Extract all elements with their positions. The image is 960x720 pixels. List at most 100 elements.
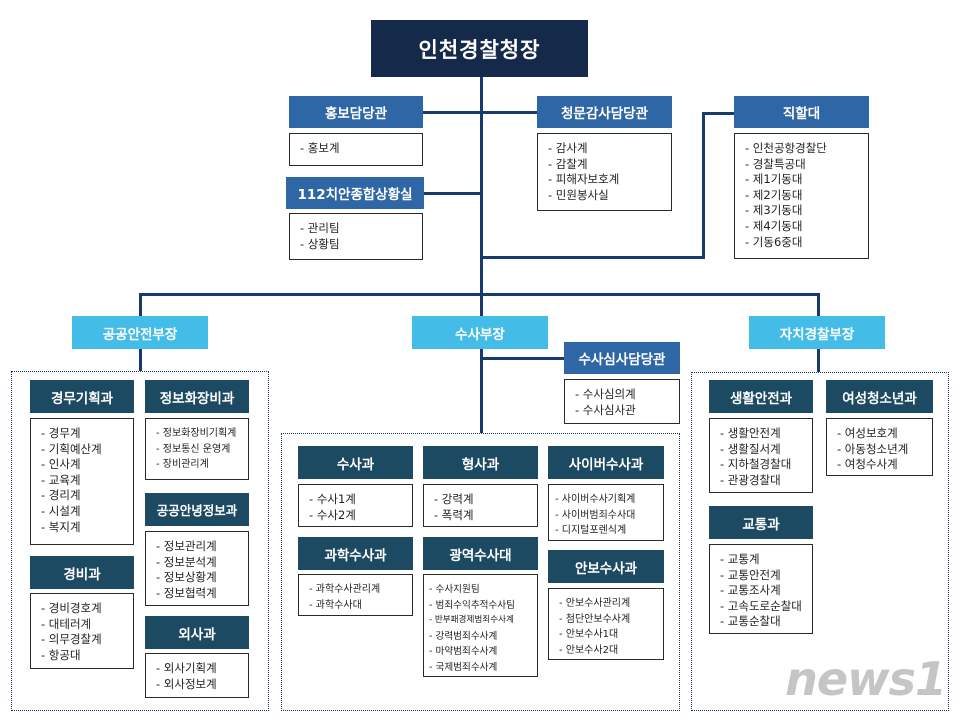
wide-item: - 마약범죄수사계 xyxy=(429,646,498,658)
natsec-title: 안보수사과 xyxy=(548,550,664,583)
infoequip-title: 정보화장비과 xyxy=(145,380,249,413)
cyber-title: 사이버수사과 xyxy=(548,446,664,479)
direct-item: - 인천공항경찰단 xyxy=(745,141,827,155)
life-item: - 관광경찰대 xyxy=(720,472,781,487)
planning-title: 경무기획과 xyxy=(30,380,134,413)
direct-box: - 인천공항경찰단 - 경찰특공대 - 제1기동대 - 제2기동대 - 제3기동… xyxy=(734,133,869,259)
traffic-box: - 교통계 - 교통안전계 - 교통조사계 - 고속도로순찰대 - 교통순찰대 xyxy=(709,544,813,634)
natsec-item: - 안보수사2대 xyxy=(559,644,619,656)
cyber-item: - 사이버수사기획계 xyxy=(555,494,636,505)
foreign-box: - 외사기획계 - 외사정보계 xyxy=(145,653,249,698)
planning-item: - 시설계 xyxy=(41,503,81,518)
science-item: - 과학수사관리계 xyxy=(309,584,381,595)
life-item: - 생활질서계 xyxy=(720,441,781,456)
review-item: - 수사심의계 xyxy=(575,387,636,401)
review-item: - 수사심사관 xyxy=(575,402,636,417)
invest-bureau-title: 수사부장 xyxy=(412,316,548,349)
audit-box: - 감사계 - 감찰계 - 피해자보호계 - 민원봉사실 xyxy=(537,133,672,211)
news1-watermark-logo: news1 xyxy=(785,652,947,706)
foreign-title: 외사과 xyxy=(145,616,249,649)
pubinfo-item: - 정보협력계 xyxy=(156,585,217,600)
connector-direct-h xyxy=(480,256,704,259)
infoequip-item: - 정보화장비기획계 xyxy=(156,428,237,439)
infoequip-box: - 정보화장비기획계 - 정보통신 운영계 - 장비관리계 xyxy=(145,418,249,480)
wide-title: 광역수사대 xyxy=(423,537,538,570)
criminal-item: - 폭력계 xyxy=(434,507,474,522)
criminal-item: - 강력계 xyxy=(434,492,474,506)
life-box: - 생활안전계 - 생활질서계 - 지하철경찰대 - 관광경찰대 xyxy=(709,418,813,493)
traffic-item: - 교통순찰대 xyxy=(720,614,781,629)
wide-item: - 수사지원팀 xyxy=(429,584,480,595)
natsec-item: - 안보수사1대 xyxy=(559,629,619,641)
natsec-item: - 안보수사관리계 xyxy=(559,598,631,609)
sit112-box: - 관리팀 - 상황팀 xyxy=(289,213,423,260)
planning-item: - 기획예산계 xyxy=(41,441,102,456)
connector-auto-v xyxy=(817,293,820,318)
security-title: 경비과 xyxy=(30,556,134,589)
planning-item: - 교육계 xyxy=(41,472,81,487)
natsec-box: - 안보수사관리계 - 첨단안보수사계 - 안보수사1대 - 안보수사2대 xyxy=(548,588,664,660)
youth-item: - 아동청소년계 xyxy=(837,441,909,456)
science-box: - 과학수사관리계 - 과학수사대 xyxy=(298,574,413,616)
traffic-item: - 교통조사계 xyxy=(720,583,781,598)
direct-item: - 기동6중대 xyxy=(745,234,803,249)
wide-item: - 범죄수익추적수사팀 xyxy=(429,599,515,611)
connector-audit xyxy=(480,111,540,114)
life-title: 생활안전과 xyxy=(709,380,813,413)
traffic-item: - 교통계 xyxy=(720,552,760,566)
youth-title: 여성청소년과 xyxy=(826,380,933,413)
audit-item: - 민원봉사실 xyxy=(548,187,609,202)
review-box: - 수사심의계 - 수사심사관 xyxy=(564,379,680,424)
sit112-title: 112치안종합상황실 xyxy=(286,177,424,209)
security-box: - 경비경호계 - 대테러계 - 의무경찰계 - 항공대 xyxy=(30,593,134,669)
infoequip-item: - 정보통신 운영계 xyxy=(156,443,231,455)
susa-box: - 수사1계 - 수사2계 xyxy=(298,484,413,527)
invest-group-frame xyxy=(281,433,680,711)
connector-main-vertical xyxy=(480,77,483,433)
connector-public-down xyxy=(139,349,142,371)
pubinfo-item: - 정보분석계 xyxy=(156,554,217,569)
pubinfo-item: - 정보관리계 xyxy=(156,539,217,553)
cyber-box: - 사이버수사기획계 - 사이버범죄수사대 - 디지털포렌식계 xyxy=(548,484,664,541)
youth-item: - 여청수사계 xyxy=(837,457,898,472)
direct-item: - 제2기동대 xyxy=(745,187,803,202)
security-item: - 대테러계 xyxy=(41,616,92,631)
hongbo-title: 홍보담당관 xyxy=(289,96,423,128)
connector-bureau-h xyxy=(139,293,820,296)
audit-item: - 피해자보호계 xyxy=(548,172,620,187)
life-item: - 생활안전계 xyxy=(720,426,781,440)
connector-auto-down xyxy=(817,349,820,372)
sit112-item: - 관리팀 xyxy=(300,221,340,235)
susa-title: 수사과 xyxy=(298,446,413,479)
youth-box: - 여성보호계 - 아동청소년계 - 여청수사계 xyxy=(826,418,933,476)
cyber-item: - 사이버범죄수사대 xyxy=(555,509,636,521)
hongbo-item: - 홍보계 xyxy=(300,141,340,155)
public-group-frame xyxy=(11,371,269,711)
direct-item: - 제3기동대 xyxy=(745,203,803,218)
pubinfo-item: - 정보상황계 xyxy=(156,570,217,585)
public-bureau-title: 공공안전부장 xyxy=(72,316,208,349)
foreign-item: - 외사정보계 xyxy=(156,676,217,691)
direct-item: - 제4기동대 xyxy=(745,218,803,233)
natsec-item: - 첨단안보수사계 xyxy=(559,613,631,625)
wide-item: - 국제범죄수사계 xyxy=(429,661,498,673)
criminal-title: 형사과 xyxy=(423,446,538,479)
life-item: - 지하철경찰대 xyxy=(720,457,792,472)
science-title: 과학수사과 xyxy=(298,537,413,570)
cyber-item: - 디지털포렌식계 xyxy=(555,525,627,537)
wide-box: - 수사지원팀 - 범죄수익추적수사팀 - 반부패경제범죄수사계 - 강력범죄수… xyxy=(423,574,538,677)
youth-item: - 여성보호계 xyxy=(837,426,898,440)
direct-item: - 경찰특공대 xyxy=(745,156,806,171)
watermark-text: news1 xyxy=(785,652,947,706)
connector-direct-v xyxy=(702,112,705,259)
audit-item: - 감찰계 xyxy=(548,156,588,171)
infoequip-item: - 장비관리계 xyxy=(156,459,209,471)
susa-item: - 수사1계 xyxy=(309,492,356,506)
traffic-item: - 고속도로순찰대 xyxy=(720,598,802,613)
planning-item: - 복지계 xyxy=(41,519,81,534)
foreign-item: - 외사기획계 xyxy=(156,661,217,675)
planning-box: - 경무계 - 기획예산계 - 인사계 - 교육계 - 경리계 - 시설계 - … xyxy=(30,418,134,545)
audit-title: 청문감사담당관 xyxy=(537,96,672,128)
audit-item: - 감사계 xyxy=(548,141,588,155)
planning-item: - 경리계 xyxy=(41,488,81,503)
